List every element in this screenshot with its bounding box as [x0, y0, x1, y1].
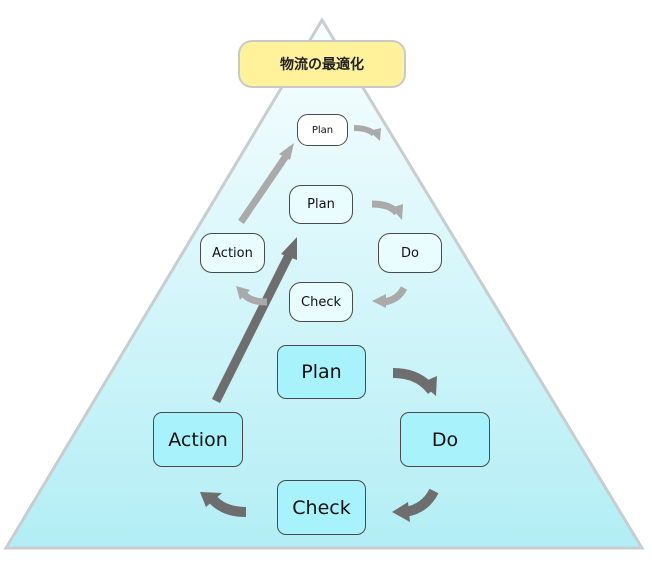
cycle2-plan-box[interactable]: Plan	[289, 185, 353, 224]
arrow-action-to-next-cycle-1	[211, 252, 294, 404]
cycle1-check-box[interactable]: Check	[277, 480, 366, 535]
arrowhead-action-to-next-cycle-1	[281, 237, 297, 260]
cycle1-plan-box[interactable]: Plan	[277, 345, 366, 399]
arrow-action-to-next-cycle-2	[238, 154, 289, 224]
arrowhead-do-to-check-2	[372, 294, 386, 308]
cycle2-action-box[interactable]: Action	[200, 233, 265, 273]
arrow-check-to-action-2	[241, 291, 268, 306]
arrowhead-check-to-action-2	[236, 286, 250, 300]
cycle1-do-box[interactable]: Do	[400, 412, 490, 467]
arrowhead-check-to-action-1	[200, 492, 222, 507]
arrowhead-action-to-next-cycle-2	[279, 143, 294, 160]
cycle3-plan-box[interactable]: Plan	[297, 114, 348, 146]
arrowhead-do-to-check-1	[392, 502, 410, 522]
arrowhead-plan-to-do-3	[369, 128, 381, 141]
arrowhead-plan-to-do-1	[421, 376, 437, 396]
cycle2-check-box[interactable]: Check	[289, 282, 353, 322]
goal-box[interactable]: 物流の最適化	[238, 40, 406, 88]
arrow-do-to-check-2	[383, 286, 408, 306]
cycle2-do-box[interactable]: Do	[378, 233, 442, 273]
arrowhead-plan-to-do-2	[391, 204, 403, 220]
cycle1-action-box[interactable]: Action	[153, 412, 243, 467]
